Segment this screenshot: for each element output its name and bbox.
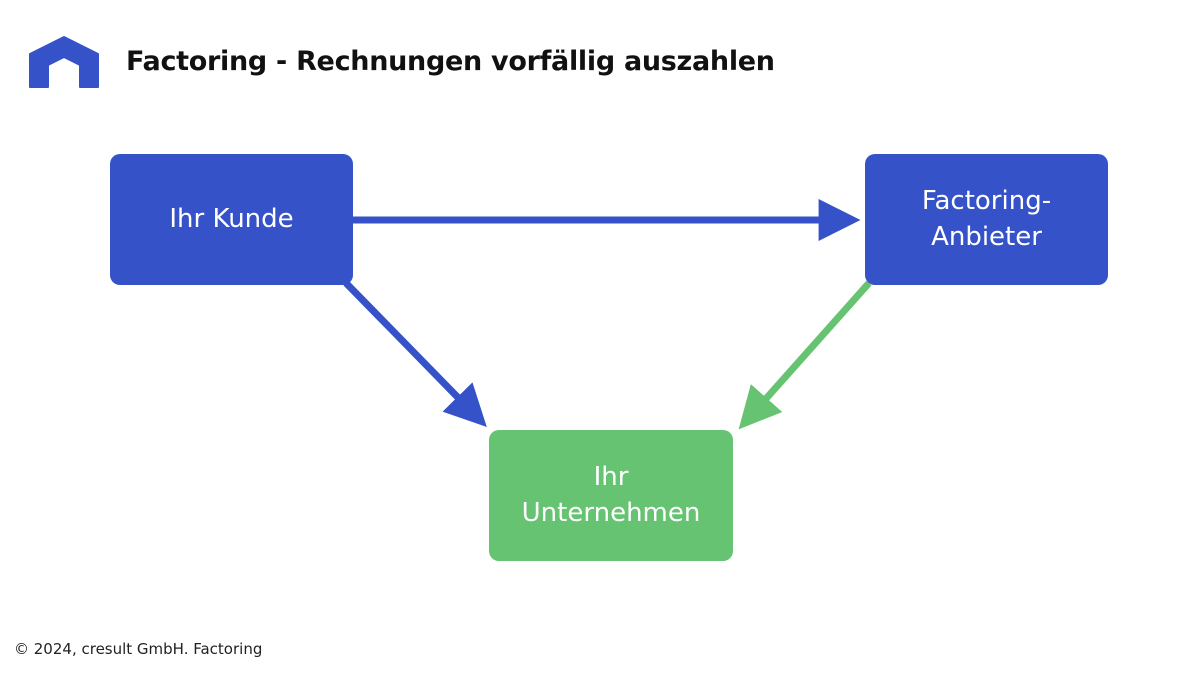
node-label-line-1: Ihr	[593, 462, 629, 493]
node-label-line-2: Unternehmen	[521, 497, 701, 528]
footer-copyright: © 2024, cresult GmbH. Factoring	[14, 640, 263, 658]
node-ihr-kunde: Ihr Kunde	[110, 154, 353, 285]
node-label-line-2: Anbieter	[931, 221, 1042, 252]
node-factoring-anbieter: Factoring- Anbieter	[865, 154, 1108, 285]
house-chevron-logo-icon	[29, 36, 99, 88]
node-label: Ihr Kunde	[169, 203, 294, 234]
arrow-kunde-to-unternehmen	[343, 280, 487, 428]
page-title: Factoring - Rechnungen vorfällig auszahl…	[126, 46, 775, 77]
node-label-line-1: Factoring-	[921, 186, 1052, 217]
node-ihr-unternehmen: Ihr Unternehmen	[489, 430, 733, 561]
arrow-anbieter-to-unternehmen	[738, 280, 872, 430]
